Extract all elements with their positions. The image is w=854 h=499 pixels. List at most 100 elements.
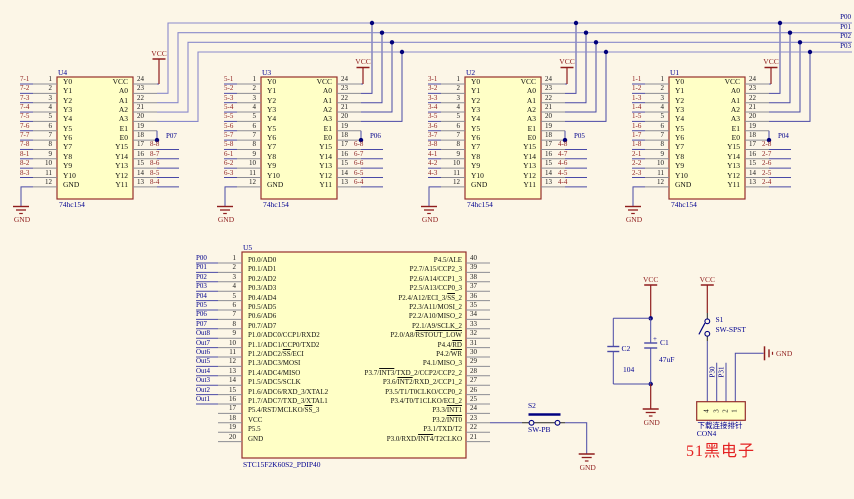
pin-name: P2.2/A10/MISO_2 [408,312,462,321]
pin-name: E0 [323,133,332,143]
u1-body[interactable] [668,76,746,200]
pin-number: 2 [721,409,730,413]
power-label-gnd: GND [217,215,235,224]
pin-number: 5 [252,112,257,121]
bus-drop-wire [361,23,373,94]
net-label: 1-3 [632,93,642,102]
pin-name: Y10 [675,170,688,180]
net-label: 3-8 [428,140,438,149]
net-label: 4-5 [558,168,568,177]
pin-name: P0.3/AD3 [248,284,277,293]
u3-body[interactable] [260,76,338,200]
pin-name: P1.2/ADC2/SS/ECI [248,350,304,358]
net-label: 8-8 [150,140,160,149]
pin-name: Y8 [63,151,73,161]
pin-number: 13 [545,177,552,186]
pin-name: P3.6/INT2/RXD_2/CCP1_2 [382,378,462,387]
bus-label: P02 [840,32,851,41]
pin-number: 13 [341,177,348,186]
net-label: 6-4 [354,177,364,186]
net-label: P05 [574,131,585,140]
pin-number: 24 [137,75,144,83]
net-label: P05 [196,301,207,309]
net-label: 3-2 [428,84,438,93]
bus-label: P01 [840,22,851,31]
net-label: 1-8 [632,140,642,149]
power-label-gnd: GND [625,215,643,224]
pin-name: P2.0/A8/RSTOUT_LOW [390,331,462,340]
pin-number: 23 [470,413,477,422]
junction-dot [562,137,568,143]
pin-number: 17 [749,140,756,149]
connector-label: 下载连接排针 [697,420,743,430]
pin-number: 2 [48,84,53,93]
pin-number: 12 [45,177,52,186]
net-label: Out1 [196,395,210,403]
pin-name: Y0 [471,77,481,86]
junction-dot [807,49,813,55]
pin-number: 11 [657,168,664,177]
pin-name: VCC [112,77,128,86]
pin-name: Y4 [267,114,277,124]
net-label: P04 [196,291,207,300]
power-label-vcc: VCC [559,57,575,66]
pin-name: Y12 [523,170,536,180]
net-label: 6-8 [354,140,364,149]
net-label: 7-6 [20,121,30,130]
pin-number: 21 [341,103,348,112]
pin-number: 11 [453,168,460,177]
u2-body[interactable] [464,76,542,200]
bus-wire [157,32,852,104]
pin-name: Y14 [115,151,128,161]
pin-name: Y2 [63,95,73,105]
pin-name: Y13 [319,161,332,171]
pin-number: 18 [545,131,552,140]
power-label-vcc: VCC [642,274,659,284]
net-label: 5-8 [224,140,234,149]
pin-name: P2.1/A9/SCLK_2 [412,321,462,330]
pin-number: 15 [229,385,236,394]
pin-number: 40 [470,254,477,262]
junction-dot [154,137,160,143]
power-label-gnd: GND [776,348,793,358]
u4-body[interactable] [56,76,134,200]
pin-name: E1 [119,123,128,133]
pin-number: 14 [229,376,236,385]
pin-number: 4 [660,103,665,112]
pin-name: Y15 [319,142,332,152]
pin-number: 9 [48,149,53,158]
pin-name: Y7 [267,142,277,152]
con4-body[interactable] [696,401,746,421]
pin-name: GND [471,179,488,189]
pin-number: 25 [470,395,477,403]
pin-name: VCC [316,77,332,86]
pin-name: Y11 [727,179,740,189]
pin-number: 33 [470,319,477,328]
pin-name: A1 [118,95,128,105]
net-label: 8-3 [20,168,30,177]
net-label: 5-4 [224,103,234,112]
net-label: 4-2 [428,159,438,168]
pin-number: 37 [470,282,477,291]
designator-label: U1 [670,67,680,77]
pin-name: VCC [520,77,536,86]
pin-number: 16 [341,149,348,158]
pin-number: 14 [341,168,348,177]
pin-name: A3 [322,114,332,124]
pin-number: 1 [660,75,665,83]
pin-name: Y10 [63,170,76,180]
pin-name: Y8 [471,151,481,161]
pin-number: 11 [45,168,52,177]
pin-number: 24 [545,75,552,83]
net-label: 7-7 [20,131,30,140]
net-label: 4-6 [558,159,568,168]
pin-name: A3 [526,114,536,124]
part-label: 74hc154 [263,200,289,209]
net-label: 5-6 [224,121,234,130]
pin-number: 20 [341,112,348,121]
pin-name: P1.6/ADC6/RXD_3/XTAL2 [248,387,329,396]
u5-body[interactable] [241,251,467,459]
bus-drop-wire [361,32,383,104]
power-label-gnd: GND [579,462,596,472]
pin-name: Y9 [63,161,73,171]
